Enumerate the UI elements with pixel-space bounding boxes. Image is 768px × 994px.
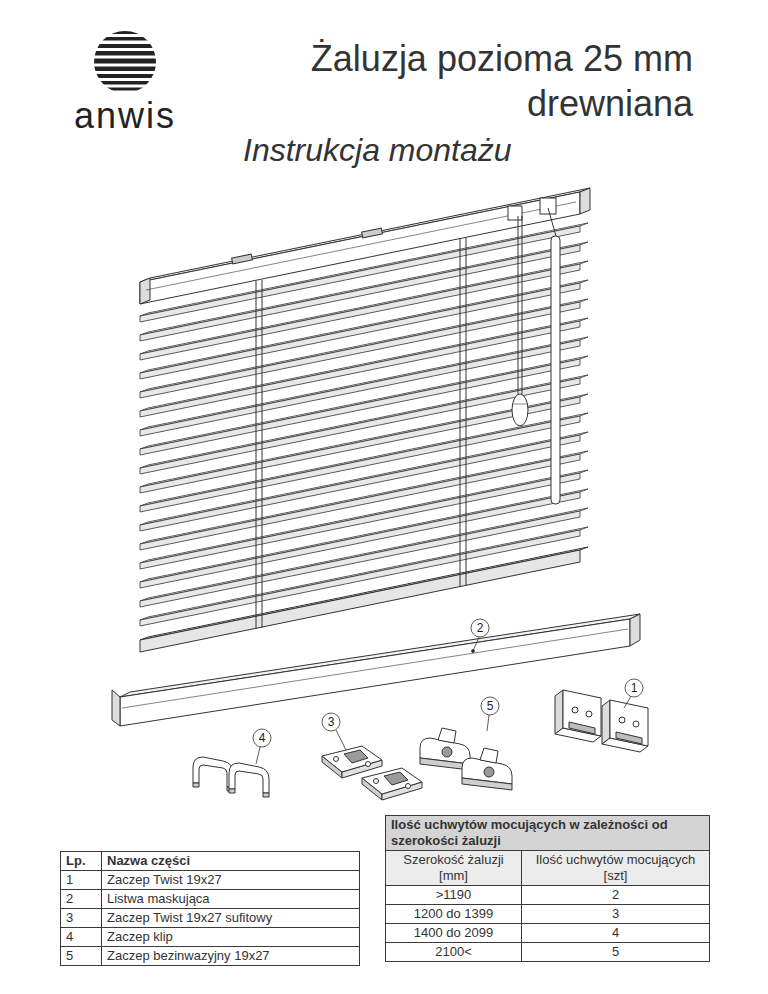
cell-text: 3 (612, 906, 619, 921)
table-cell: 2100< (386, 943, 522, 962)
callout-number: 4 (253, 729, 271, 747)
cell-text: Nazwa części (107, 853, 190, 868)
table-row: 3 Zaczep Twist 19x27 sufitowy (61, 909, 360, 928)
table-row: 4 Zaczep klip (61, 928, 360, 947)
table-row: 1400 do 2099 4 (386, 924, 710, 943)
table-cell: 2 (61, 890, 102, 909)
bracket-noninvasive (420, 728, 512, 790)
table-cell: Szerokość żaluzji [mm] (386, 851, 522, 886)
table-row: Szerokość żaluzji [mm] Ilość uchwytów moc… (386, 851, 710, 886)
cell-text: 1 (66, 872, 73, 887)
cell-text: Lp. (66, 853, 86, 868)
table-cell: Zaczep Twist 19x27 sufitowy (102, 909, 360, 928)
callout-number: 3 (322, 713, 340, 731)
cell-text: Zaczep klip (107, 929, 173, 944)
table-cell: Zaczep Twist 19x27 (102, 871, 360, 890)
brackets-table: Ilość uchwytów mocujących w zależności o… (385, 815, 710, 962)
cell-text: Zaczep bezinwazyjny 19x27 (107, 948, 270, 963)
table-cell: >1190 (386, 886, 522, 905)
cell-text: 4 (66, 929, 73, 944)
table-cell: 3 (522, 905, 710, 924)
table-cell: Zaczep klip (102, 928, 360, 947)
table-cell: Nazwa części (102, 852, 360, 871)
cell-text: 2 (612, 887, 619, 902)
callout-circles (253, 619, 643, 764)
cell-text: Listwa maskująca (107, 891, 210, 906)
table-cell: 4 (61, 928, 102, 947)
cell-text: 1200 do 1399 (414, 906, 494, 921)
table-row: Ilość uchwytów mocujących w zależności o… (386, 816, 710, 851)
table-cell: Zaczep bezinwazyjny 19x27 (102, 947, 360, 966)
cell-text: 2100< (435, 944, 472, 959)
table-cell: 4 (522, 924, 710, 943)
cell-text: 3 (66, 910, 73, 925)
parts-table: Lp. Nazwa części 1 Zaczep Twist 19x27 2 Listw… (60, 851, 360, 966)
cell-text: 5 (66, 948, 73, 963)
table-row: 2100< 5 (386, 943, 710, 962)
bracket-ceiling (322, 746, 422, 800)
ladder-cords (256, 238, 466, 629)
table-row: Lp. Nazwa części (61, 852, 360, 871)
cell-text: Ilość uchwytów mocujących [szt] (536, 852, 696, 883)
logo-wordmark: anwis (45, 96, 205, 136)
cell-text: Zaczep Twist 19x27 sufitowy (107, 910, 272, 925)
table-cell: Listwa maskująca (102, 890, 360, 909)
cell-text: Szerokość żaluzji [mm] (403, 852, 503, 883)
cell-text: 2 (66, 891, 73, 906)
table-cell: 3 (61, 909, 102, 928)
table-cell: 2 (522, 886, 710, 905)
table-row: 1 Zaczep Twist 19x27 (61, 871, 360, 890)
table-cell: Ilość uchwytów mocujących w zależności o… (386, 816, 710, 851)
callout-number: 1 (625, 679, 643, 697)
subtitle: Instrukcja montażu (243, 130, 512, 170)
table-cell: Lp. (61, 852, 102, 871)
logo-mark (90, 31, 160, 91)
cell-text: 1400 do 2099 (414, 925, 494, 940)
table-row: 5 Zaczep bezinwazyjny 19x27 (61, 947, 360, 966)
table-cell: 1200 do 1399 (386, 905, 522, 924)
table-cell: 5 (61, 947, 102, 966)
table-cell: 5 (522, 943, 710, 962)
bracket-clip (193, 757, 269, 797)
callout-number: 2 (471, 619, 489, 637)
table-row: >1190 2 (386, 886, 710, 905)
callout-number: 5 (481, 697, 499, 715)
cell-text: Zaczep Twist 19x27 (107, 872, 222, 887)
bracket-twist (555, 690, 648, 752)
table-cell: 1400 do 2099 (386, 924, 522, 943)
cell-text: >1190 (436, 887, 472, 902)
table-row: 2 Listwa maskująca (61, 890, 360, 909)
cell-text: Ilość uchwytów mocujących w zależności o… (391, 817, 668, 848)
table-cell: 1 (61, 871, 102, 890)
table-row: 1200 do 1399 3 (386, 905, 710, 924)
page-title: Żaluzja pozioma 25 mm drewniana (283, 36, 693, 126)
wand-and-cord (512, 208, 560, 504)
table-cell: Ilość uchwytów mocujących [szt] (522, 851, 710, 886)
cell-text: 5 (612, 944, 619, 959)
cell-text: 4 (612, 925, 619, 940)
